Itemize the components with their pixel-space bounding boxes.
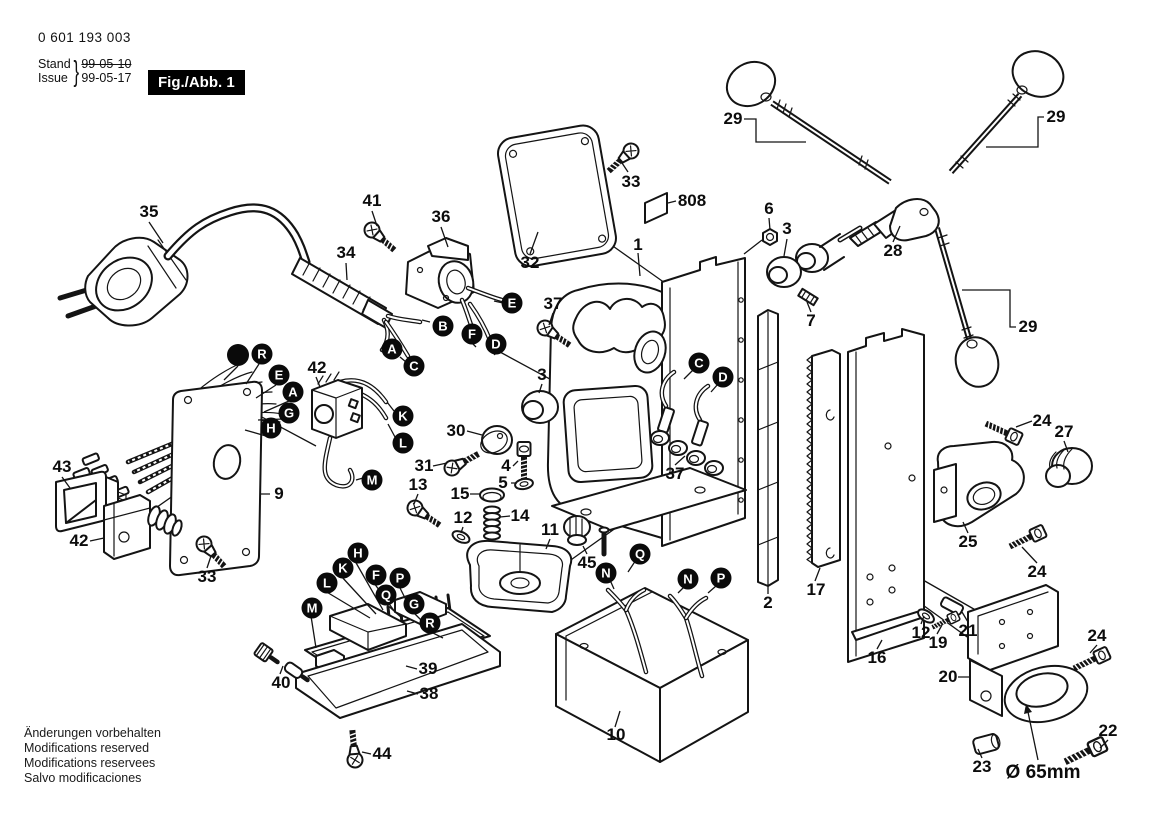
revision-block: Stand Issue } 99-05-10 99-05-17 bbox=[38, 54, 132, 88]
gear-rack-17 bbox=[806, 349, 841, 568]
magnet-base-10 bbox=[555, 587, 749, 763]
brace-glyph: } bbox=[73, 54, 79, 88]
type-plate-808 bbox=[644, 192, 668, 224]
bushing-3-center bbox=[521, 390, 559, 424]
footer-line-de: Änderungen vorbehalten bbox=[24, 726, 161, 740]
cable-connector-42 bbox=[103, 494, 183, 560]
switch-36 bbox=[405, 237, 505, 343]
stand-label: Stand bbox=[38, 57, 71, 71]
bolt-4 bbox=[518, 442, 531, 480]
footer-line-fr: Modifications reservees bbox=[24, 756, 156, 770]
footer-line-en: Modifications reserved bbox=[24, 741, 150, 755]
bushing-3-top bbox=[766, 256, 802, 288]
setscrew-7 bbox=[797, 287, 819, 307]
diameter-arrow bbox=[1024, 704, 1039, 761]
support-plate-16 bbox=[847, 328, 925, 663]
disc-30 bbox=[480, 425, 513, 455]
pivot-bracket-25 bbox=[933, 440, 1025, 528]
label-leaders bbox=[61, 116, 1109, 759]
old-date: 99-05-10 bbox=[81, 57, 132, 71]
oring-15 bbox=[479, 487, 505, 503]
type-number: 0 601 193 003 bbox=[38, 30, 131, 45]
revision-note: Änderungen vorbehalten Modifications res… bbox=[24, 726, 161, 786]
screw-41 bbox=[361, 219, 399, 255]
guide-bracket-11 bbox=[466, 539, 573, 613]
cable-gland bbox=[291, 257, 423, 359]
figure-label: Fig./Abb. 1 bbox=[148, 70, 245, 95]
footer-line-es: Salvo modificaciones bbox=[24, 771, 142, 785]
screw-33-top bbox=[604, 140, 642, 176]
detent-knob-45 bbox=[563, 515, 610, 557]
screw-31 bbox=[442, 447, 482, 478]
relay-42 bbox=[311, 371, 389, 489]
gasket-strip-2 bbox=[757, 309, 779, 587]
power-cord bbox=[57, 203, 311, 327]
clamp-bracket-20 bbox=[967, 584, 1089, 724]
threaded-plug-27 bbox=[1045, 447, 1093, 488]
new-date: 99-05-17 bbox=[81, 71, 132, 85]
washer-5 bbox=[513, 476, 535, 492]
motor-housing-1 bbox=[546, 256, 747, 547]
screw-44 bbox=[345, 729, 363, 768]
screw-22 bbox=[1062, 736, 1108, 768]
spring-14 bbox=[483, 505, 501, 541]
terminal-set-37 bbox=[650, 369, 724, 476]
screw-24-mid bbox=[1007, 525, 1047, 553]
handle-assembly bbox=[725, 50, 1065, 388]
module-cover-38 bbox=[295, 623, 501, 719]
bushing-23 bbox=[972, 733, 1001, 755]
nut-6 bbox=[762, 228, 778, 246]
cover-plate-32 bbox=[497, 124, 617, 268]
mounting-panel-9 bbox=[72, 361, 283, 577]
screws-40 bbox=[253, 642, 310, 683]
title-block: 0 601 193 003 Stand Issue } 99-05-10 99-… bbox=[38, 30, 131, 85]
pin-21 bbox=[939, 596, 965, 616]
issue-label: Issue bbox=[38, 71, 68, 85]
screw-24-bottom bbox=[1071, 647, 1111, 675]
screw-13 bbox=[405, 498, 444, 532]
